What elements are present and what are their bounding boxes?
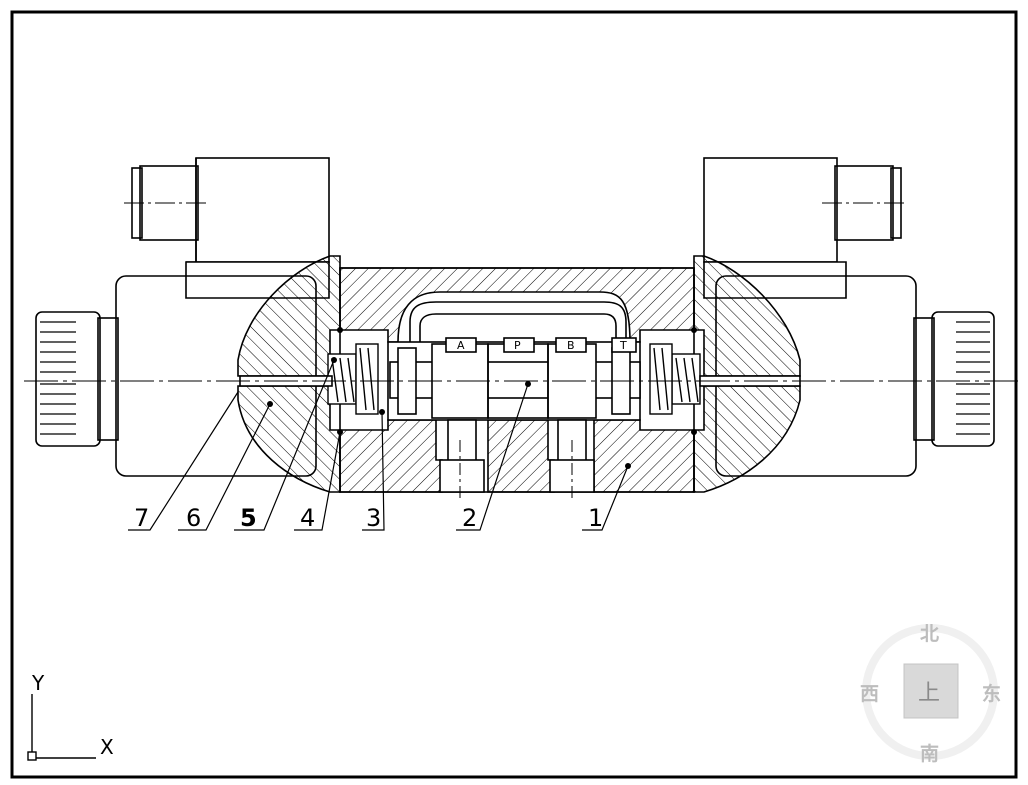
leader-1 (582, 465, 629, 531)
ucs-x-label: X (100, 735, 114, 759)
port-a-channel (447, 419, 477, 465)
leader-4 (294, 431, 341, 531)
leader-7 (128, 391, 239, 531)
port-label-a: A (457, 339, 465, 352)
viewcube-east-label[interactable]: 东 (982, 682, 1001, 705)
viewcube-west-label[interactable]: 西 (860, 683, 879, 705)
leader-5 (234, 359, 335, 531)
valve-section-drawing (24, 157, 1018, 531)
part-number-2: 2 (462, 504, 477, 532)
port-label-t: T (619, 339, 627, 352)
leader-2 (456, 383, 529, 531)
right-spring (649, 343, 701, 415)
port-label-p: P (514, 339, 521, 352)
part-number-7: 7 (134, 504, 149, 532)
port-label-b: B (567, 339, 575, 352)
right-knob (913, 311, 995, 447)
viewcube[interactable]: 上 北 南 东 西 (860, 623, 1001, 765)
viewcube-top-label: 上 (918, 681, 940, 706)
viewcube-south-label[interactable]: 南 (920, 743, 939, 765)
ucs-icon[interactable] (27, 694, 96, 761)
part-number-4: 4 (300, 504, 315, 532)
viewcube-top-face[interactable] (903, 663, 959, 719)
leader-3 (362, 411, 385, 531)
viewcube-compass-ring[interactable] (862, 624, 998, 760)
left-spring (327, 343, 379, 415)
part-number-1: 1 (588, 504, 603, 532)
part-number-5: 5 (240, 504, 257, 532)
left-knob (35, 311, 119, 447)
ucs-y-label: Y (31, 671, 45, 695)
leader-6 (178, 403, 271, 531)
part-number-3: 3 (366, 504, 381, 532)
part-number-6: 6 (186, 504, 201, 532)
viewcube-north-label[interactable]: 北 (920, 623, 939, 645)
